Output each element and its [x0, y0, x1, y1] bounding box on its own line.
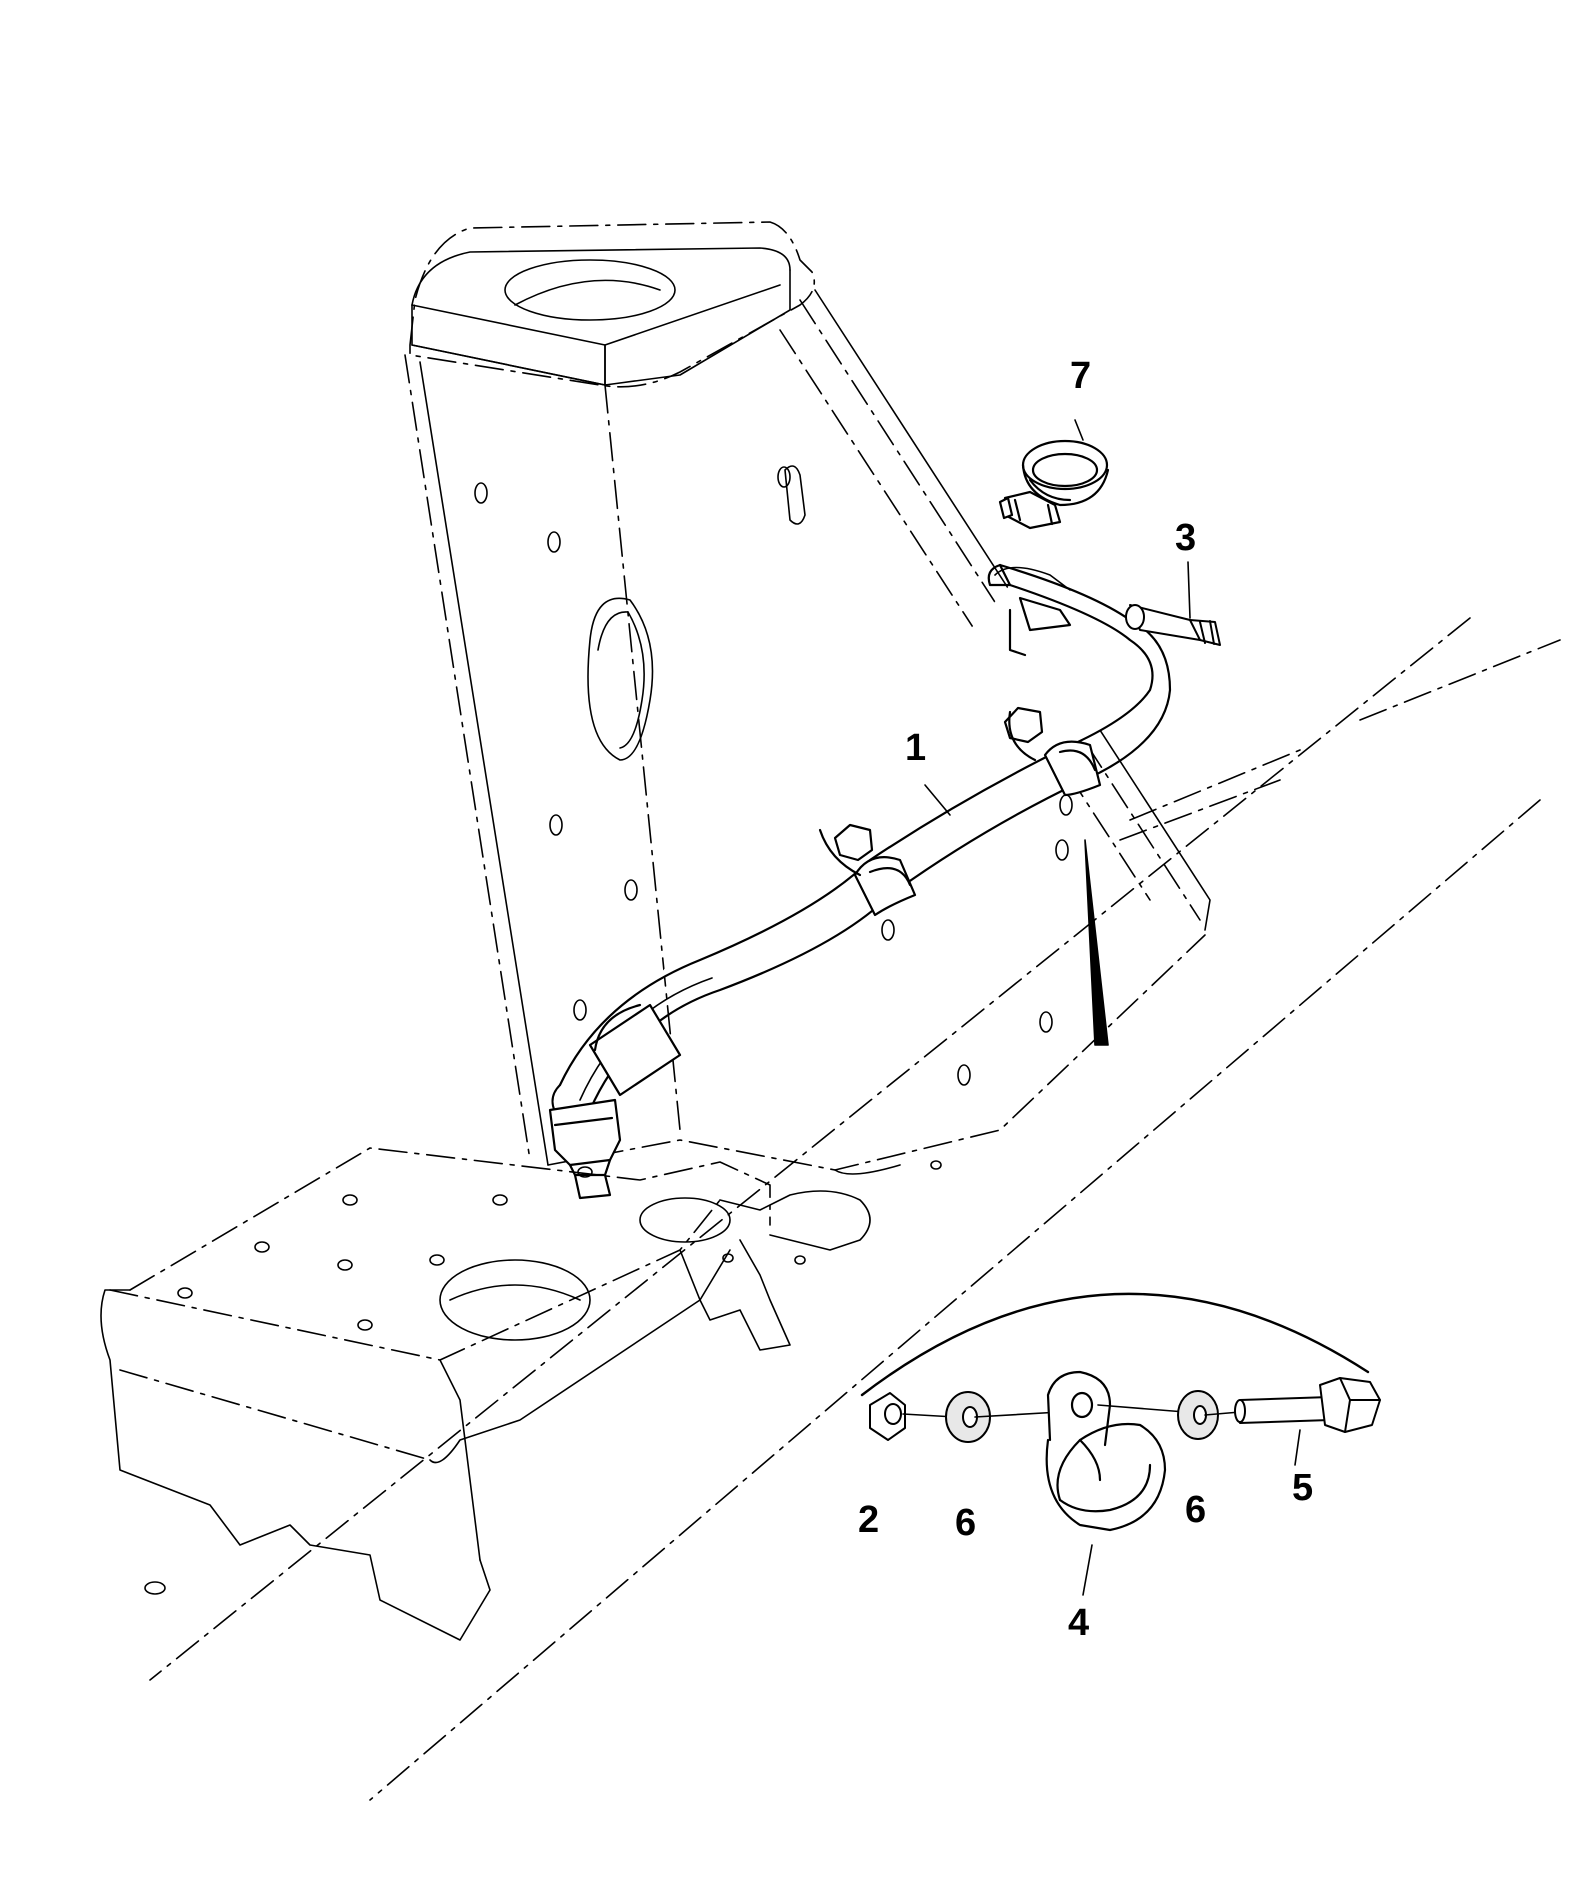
- callout-6-left: 6: [955, 1502, 976, 1544]
- hose-fitting: [1125, 604, 1221, 646]
- callout-7: 7: [1070, 355, 1091, 397]
- p-clamp: [1045, 1370, 1167, 1532]
- washer-left: [945, 1391, 991, 1443]
- bolt: [1234, 1377, 1381, 1433]
- steering-tower: [404, 221, 1211, 1175]
- callout-1: 1: [905, 727, 926, 769]
- base-plate: [100, 1147, 942, 1641]
- hex-nut: [869, 1392, 906, 1441]
- chassis-frame: [149, 617, 1561, 1801]
- callouts: 1 2 3 4 5 6 6 7: [858, 355, 1313, 1644]
- steering-hose: [548, 563, 1172, 1200]
- callout-5: 5: [1292, 1467, 1313, 1509]
- hose-clamp: [998, 439, 1110, 530]
- callout-4: 4: [1068, 1602, 1089, 1644]
- callout-6-right: 6: [1185, 1489, 1206, 1531]
- leader-lines: [924, 419, 1301, 1596]
- washer-right: [1177, 1390, 1219, 1440]
- callout-3: 3: [1175, 517, 1196, 559]
- detail-view: [860, 839, 1381, 1532]
- callout-2: 2: [858, 1499, 879, 1541]
